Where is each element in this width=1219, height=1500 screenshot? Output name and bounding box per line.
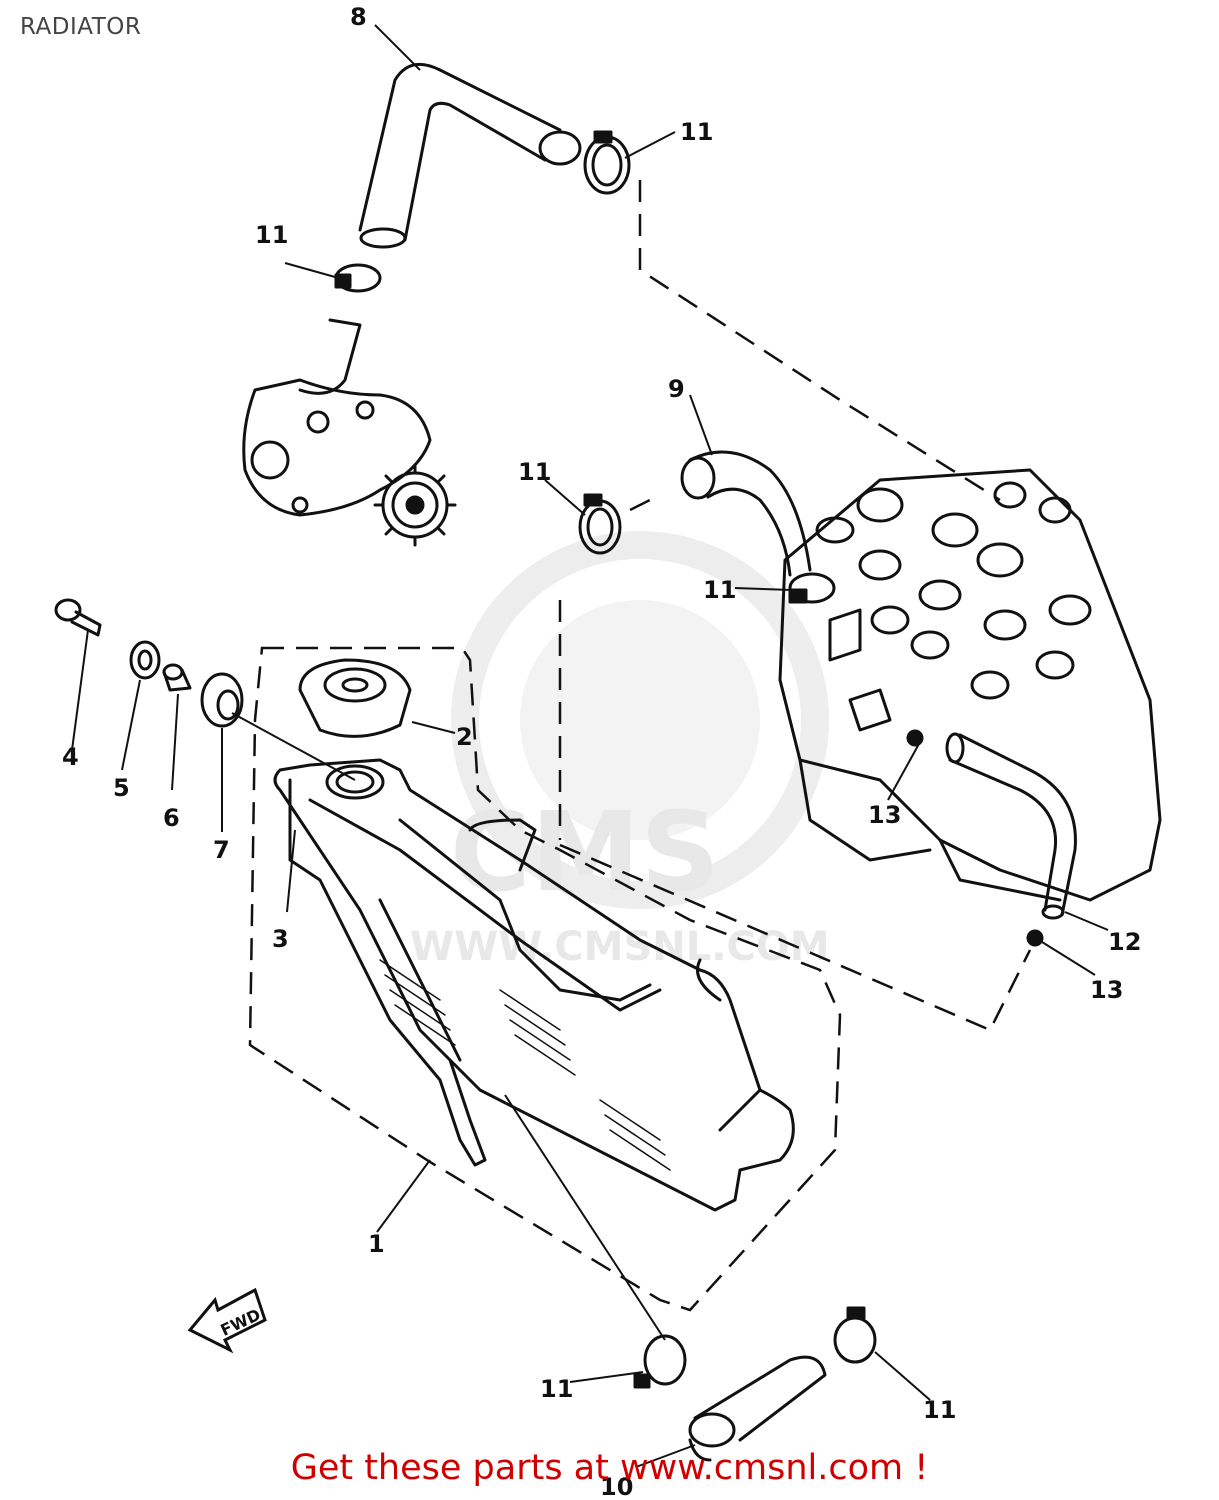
small-plug-upper [906, 729, 924, 747]
watermark-url: WWW.CMSNL.COM [410, 924, 830, 970]
page-title: RADIATOR [20, 14, 142, 40]
bolt [54, 598, 102, 637]
callout-11-mid: 11 [518, 458, 551, 486]
callout-10: 10 [600, 1473, 633, 1500]
callout-9: 9 [668, 375, 685, 403]
watermark-brand: CMS [450, 788, 719, 916]
callout-11-bottom-left: 11 [540, 1375, 573, 1403]
small-plug-lower [1026, 929, 1044, 947]
lower-radiator-hose [688, 1355, 827, 1462]
engine-cylinder-block [778, 468, 1162, 902]
callout-11-pump: 11 [255, 221, 288, 249]
callout-12: 12 [1108, 928, 1141, 956]
callout-labels: 1 2 3 4 5 6 7 8 9 10 11 11 11 11 11 11 1… [62, 3, 1141, 1500]
hose-clamp-bottom-right [833, 1306, 877, 1364]
callout-6: 6 [163, 804, 180, 832]
callout-7: 7 [213, 836, 230, 864]
hose-clamp-engine [788, 572, 836, 604]
callout-2: 2 [456, 723, 473, 751]
callout-5: 5 [113, 774, 130, 802]
collar [162, 663, 192, 692]
upper-radiator-hose [358, 62, 582, 249]
cylinder-hose [680, 450, 812, 577]
radiator [273, 758, 795, 1212]
callout-13-upper: 13 [868, 801, 901, 829]
bypass-pipe [945, 732, 1077, 920]
callout-11-bottom-right: 11 [923, 1396, 956, 1424]
callout-11-top: 11 [680, 118, 713, 146]
water-pump [242, 318, 457, 547]
callout-1: 1 [368, 1230, 385, 1258]
callout-4: 4 [62, 743, 79, 771]
washer [129, 640, 161, 680]
callout-3: 3 [272, 925, 289, 953]
callout-11-engine: 11 [703, 576, 736, 604]
parts-link-banner[interactable]: Get these parts at www.cmsnl.com ! [290, 1448, 929, 1488]
hose-clamp-pump [334, 263, 382, 293]
fwd-direction-arrow: FWD [187, 1287, 267, 1354]
callout-13-lower: 13 [1090, 976, 1123, 1004]
grommet [200, 672, 244, 728]
hose-clamp-mid [578, 493, 622, 555]
assembly-outline [248, 180, 1032, 1312]
radiator-cap [298, 658, 412, 738]
hose-clamp-top [583, 130, 631, 195]
callout-8: 8 [350, 3, 367, 31]
callout-leader-lines [71, 24, 1109, 1468]
hose-clamp-bottom-left [633, 1334, 687, 1389]
